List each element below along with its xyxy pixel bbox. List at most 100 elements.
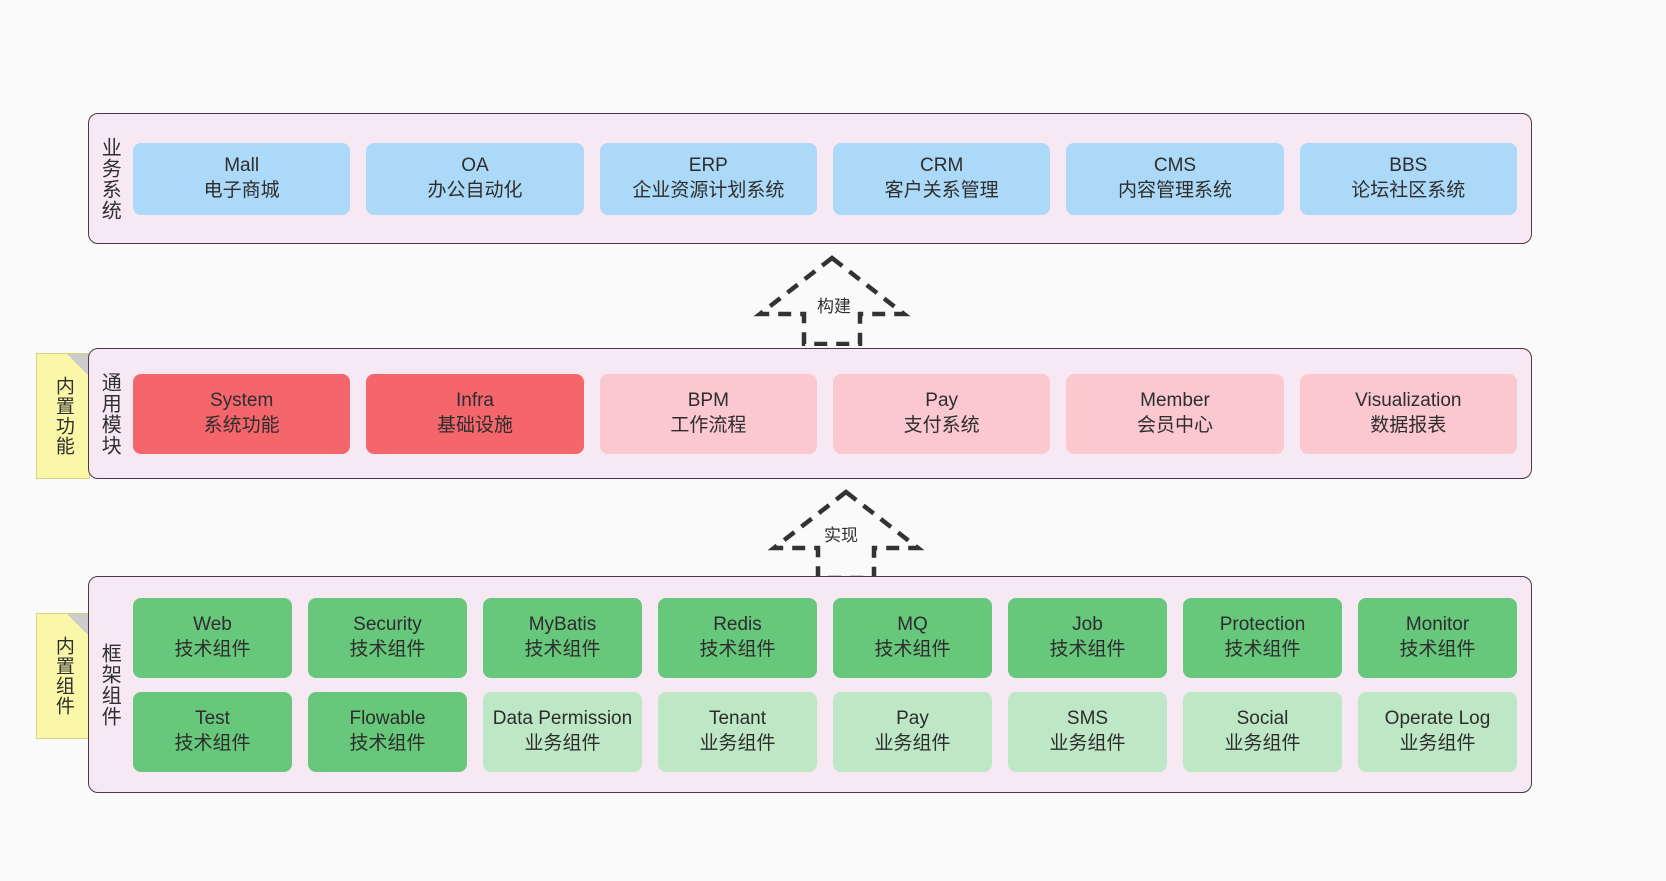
card-subtitle: 内容管理系统 [1117, 179, 1232, 201]
card-title: Tenant [708, 708, 767, 730]
card-title: Member [1140, 390, 1210, 412]
card-title: Operate Log [1384, 708, 1491, 730]
layer-framework-components-title: 框架组件 [98, 642, 121, 727]
card-title: System [209, 390, 274, 412]
card-title: Mall [224, 155, 260, 177]
card-subtitle: 技术组件 [1224, 638, 1301, 660]
card-title: MyBatis [528, 614, 597, 636]
card-title: ERP [688, 155, 728, 177]
card-title: Visualization [1355, 390, 1462, 412]
card-title: CRM [920, 155, 964, 177]
card-subtitle: 业务组件 [524, 732, 601, 754]
card-title: BPM [687, 390, 729, 412]
sticky-note-builtin-components-label: 内置组件 [52, 636, 74, 716]
card-subtitle: 技术组件 [524, 638, 601, 660]
card-subtitle: 技术组件 [349, 732, 426, 754]
card-subtitle: 会员中心 [1136, 414, 1213, 436]
card-title: Security [353, 614, 422, 636]
card-subtitle: 系统功能 [203, 414, 280, 436]
card-subtitle: 业务组件 [874, 732, 951, 754]
card-subtitle: 技术组件 [699, 638, 776, 660]
card-title: Test [195, 708, 230, 730]
card-title: Protection [1219, 614, 1306, 636]
sticky-note-builtin-features-label: 内置功能 [52, 376, 74, 456]
card-subtitle: 技术组件 [174, 638, 251, 660]
card-title: Monitor [1405, 614, 1470, 636]
card-title: Pay [925, 390, 959, 412]
card-title: SMS [1066, 708, 1109, 730]
connector-implement-arrow [767, 489, 925, 580]
card-title: BBS [1389, 155, 1428, 177]
card-title: Web [193, 614, 232, 636]
layer-business-systems-title: 业务系统 [98, 136, 121, 221]
card-subtitle: 技术组件 [174, 732, 251, 754]
card-title: Data Permission [492, 708, 633, 730]
card-subtitle: 技术组件 [349, 638, 426, 660]
layer-common-modules-title: 通用模块 [98, 371, 121, 456]
card-subtitle: 支付系统 [903, 414, 980, 436]
card-title: Redis [713, 614, 762, 636]
card-subtitle: 基础设施 [436, 414, 513, 436]
card-subtitle: 业务组件 [1049, 732, 1126, 754]
card-title: Social [1236, 708, 1289, 730]
card-title: Flowable [349, 708, 426, 730]
card-title: CMS [1153, 155, 1197, 177]
card-subtitle: 办公自动化 [427, 179, 523, 201]
card-title: Pay [896, 708, 929, 730]
card-subtitle: 业务组件 [699, 732, 776, 754]
card-subtitle: 技术组件 [874, 638, 951, 660]
card-subtitle: 客户关系管理 [884, 179, 999, 201]
card-subtitle: 技术组件 [1399, 638, 1476, 660]
card-title: Job [1072, 614, 1103, 636]
sticky-note-builtin-components: 内置组件 [36, 613, 90, 739]
card-subtitle: 工作流程 [670, 414, 747, 436]
sticky-note-builtin-features: 内置功能 [36, 353, 90, 479]
connector-build-label: 构建 [817, 297, 851, 316]
card-title: OA [461, 155, 489, 177]
card-subtitle: 电子商城 [203, 179, 280, 201]
card-subtitle: 数据报表 [1370, 414, 1447, 436]
card-subtitle: 论坛社区系统 [1351, 179, 1466, 201]
card-subtitle: 业务组件 [1224, 732, 1301, 754]
card-subtitle: 业务组件 [1399, 732, 1476, 754]
card-subtitle: 技术组件 [1049, 638, 1126, 660]
card-subtitle: 企业资源计划系统 [632, 179, 785, 201]
